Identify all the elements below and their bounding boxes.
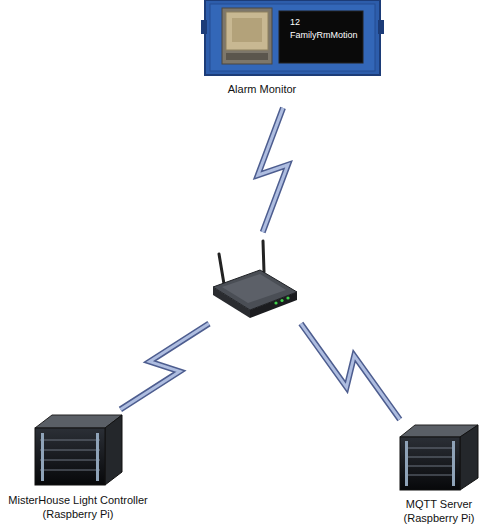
device-caption: MQTT Server (Raspberry Pi) — [399, 497, 479, 525]
screen-text: 12 — [290, 17, 300, 28]
router-node — [213, 240, 297, 318]
bolt-outline — [301, 324, 400, 420]
device-caption: Alarm Monitor — [202, 82, 322, 96]
bolt-fill — [258, 108, 288, 232]
bolt-fill — [120, 324, 209, 410]
server-icon — [35, 415, 122, 485]
device-caption: MisterHouse Light Controller (Raspberry … — [0, 493, 158, 521]
server-icon — [400, 425, 478, 490]
bolt-outline — [120, 324, 209, 410]
router-icon — [213, 241, 297, 318]
wireless-link — [120, 324, 209, 410]
bolt-fill — [301, 324, 400, 420]
device-node: MisterHouse Light Controller (Raspberry … — [35, 415, 122, 485]
bolt-outline — [258, 108, 288, 232]
wireless-link — [301, 324, 400, 420]
screen-text: FamilyRmMotion — [290, 30, 358, 41]
device-node: MQTT Server (Raspberry Pi) — [400, 425, 478, 490]
wireless-link — [258, 108, 288, 232]
alarm-device — [201, 0, 384, 75]
device-node: Alarm Monitor 12FamilyRmMotion — [205, 0, 380, 100]
